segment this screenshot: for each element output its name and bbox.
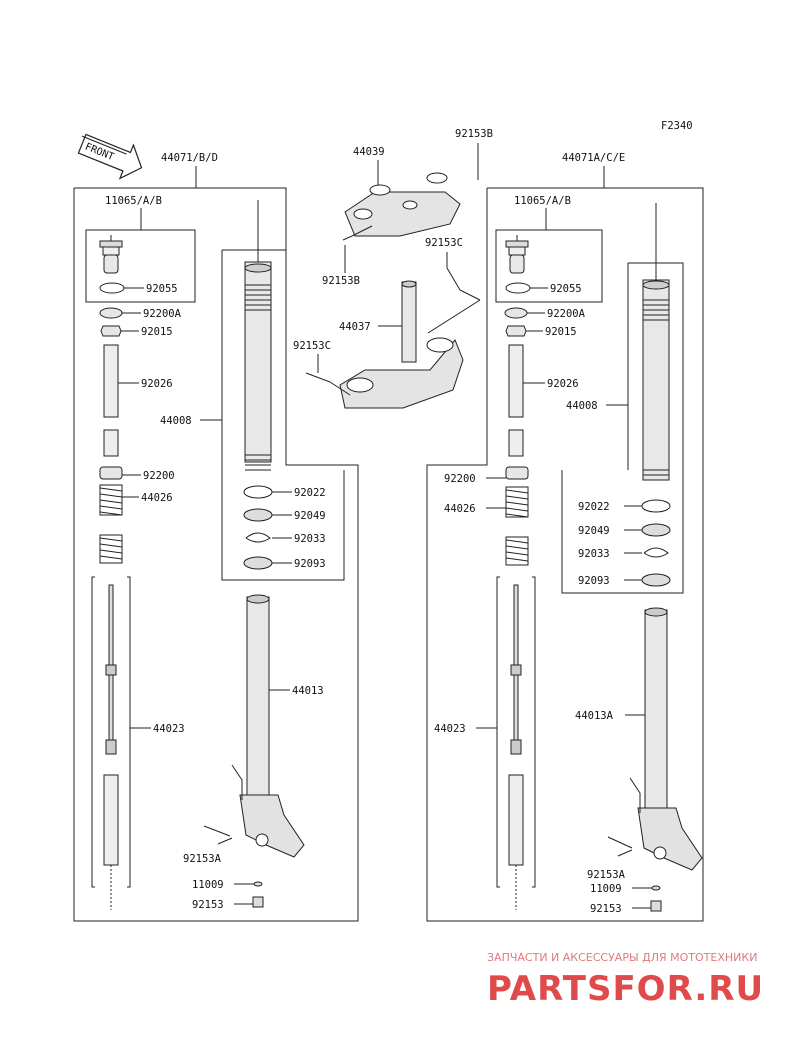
right-collar-label: 92200: [444, 473, 476, 485]
left-bolt-label: 92153: [192, 899, 224, 911]
left-top-cap-part: [99, 235, 123, 274]
left-fork-group: 44071/B/D 11065/A/B 92055 92200A 92015 9…: [73, 152, 359, 922]
bolt-b-top-label: 92153B: [455, 128, 493, 140]
center-clamp-group: 44039 92153B 92153B 92153C 44037: [293, 128, 493, 409]
right-spring-part: [505, 486, 529, 566]
left-inner-tube-label: 44013: [292, 685, 324, 697]
left-outer-tube-part: [244, 261, 272, 471]
front-arrow-icon: FRONT: [77, 133, 143, 180]
right-bolt-a-label: 92153A: [587, 869, 626, 881]
left-collar-label: 92200: [143, 470, 175, 482]
bolt-b-bottom-label: 92153B: [322, 275, 360, 287]
bolt-c-right-label: 92153C: [425, 237, 463, 249]
right-dust-seal-label: 92093: [578, 575, 610, 587]
right-damper-part: [508, 584, 524, 866]
left-spring-label: 44026: [141, 492, 173, 504]
right-cap-label: 11065/A/B: [514, 195, 571, 207]
left-pipe-label: 92026: [141, 378, 173, 390]
stem-label: 44037: [339, 321, 371, 333]
right-collar-a-label: 92200A: [547, 308, 586, 320]
left-outer-tube-label: 44008: [160, 415, 192, 427]
right-top-cap-part: [505, 235, 529, 274]
left-collar-a-label: 92200A: [143, 308, 182, 320]
left-spring-part: [99, 484, 123, 564]
left-oring-label: 92055: [146, 283, 178, 295]
upper-clamp-part: [344, 172, 461, 237]
right-inner-tube-label: 44013A: [575, 710, 614, 722]
watermark: ЗАПЧАСТИ И АКСЕССУАРЫ ДЛЯ МОТОТЕХНИКИ PA…: [487, 951, 764, 1009]
right-clip-label: 92033: [578, 548, 610, 560]
left-bolt-a-label: 92153A: [183, 853, 222, 865]
figure-code: F2340: [661, 120, 693, 132]
left-inner-tube-part: [231, 594, 305, 858]
right-pipe-label: 92026: [547, 378, 579, 390]
right-outer-tube-part: [642, 279, 670, 481]
right-oring-label: 92055: [550, 283, 582, 295]
left-assembly-label: 44071/B/D: [161, 152, 218, 164]
right-bolt-label: 92153: [590, 903, 622, 915]
bolt-c-left-label: 92153C: [293, 340, 331, 352]
watermark-logo: PARTSFOR.RU: [487, 969, 764, 1009]
left-cap-label: 11065/A/B: [105, 195, 162, 207]
right-washer-label: 11009: [590, 883, 622, 895]
stem-part: [339, 280, 464, 409]
left-clip-label: 92033: [294, 533, 326, 545]
left-bushing-label: 92022: [294, 487, 326, 499]
watermark-tagline: ЗАПЧАСТИ И АКСЕССУАРЫ ДЛЯ МОТОТЕХНИКИ: [487, 951, 757, 964]
right-assembly-label: 44071A/C/E: [562, 152, 625, 164]
right-inner-tube-part: [629, 607, 703, 871]
left-washer-label: 11009: [192, 879, 224, 891]
upper-clamp-label: 44039: [353, 146, 385, 158]
right-fork-group: 44071A/C/E 11065/A/B 92055 92200A 92015 …: [426, 152, 704, 922]
right-spring-label: 44026: [444, 503, 476, 515]
right-nut-label: 92015: [545, 326, 577, 338]
right-damper-label: 44023: [434, 723, 466, 735]
left-damper-part: [103, 584, 119, 866]
left-damper-label: 44023: [153, 723, 185, 735]
left-dust-seal-label: 92093: [294, 558, 326, 570]
right-outer-tube-label: 44008: [566, 400, 598, 412]
left-seal-label: 92049: [294, 510, 326, 522]
left-nut-label: 92015: [141, 326, 173, 338]
right-seal-label: 92049: [578, 525, 610, 537]
right-bushing-label: 92022: [578, 501, 610, 513]
